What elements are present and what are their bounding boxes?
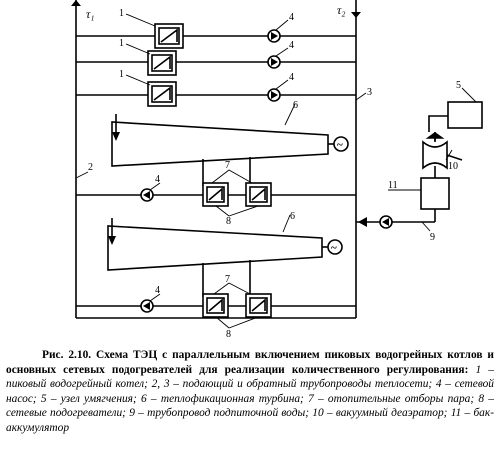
peak-boiler-2 (147, 50, 177, 76)
label-7a: 7 (225, 160, 230, 171)
network-heater-a1 (202, 182, 229, 207)
network-pump-3 (267, 88, 281, 102)
label-tau1: τ₁ (86, 7, 94, 21)
label-7b: 7 (225, 274, 230, 285)
thermal-plant-schematic: ~ ~ τ₁ τ₂ 1 1 1 4 4 4 3 6 2 4 7 8 (71, 0, 483, 340)
label-4a: 4 (289, 12, 294, 23)
label-4e: 4 (155, 285, 160, 296)
caption-title: Рис. 2.10. Схема ТЭЦ с параллельным вклю… (6, 349, 494, 376)
label-4c: 4 (289, 72, 294, 83)
peak-boiler-3 (147, 81, 177, 107)
figure-caption: Рис. 2.10. Схема ТЭЦ с параллельным вклю… (6, 348, 494, 436)
turbine-2 (107, 225, 323, 271)
network-heater-a2 (245, 182, 272, 207)
caption-legend: 1 – пиковый водогрейный котел; 2, 3 – по… (6, 363, 494, 434)
label-6a: 6 (293, 100, 298, 111)
softening-unit (447, 101, 483, 129)
label-4d: 4 (155, 174, 160, 185)
network-heater-b1 (202, 293, 229, 318)
vacuum-deaerator (422, 132, 463, 170)
label-4b: 4 (289, 40, 294, 51)
peak-boiler-1 (154, 23, 184, 49)
generator-1-symbol: ~ (337, 139, 343, 151)
label-3: 3 (367, 87, 372, 98)
label-5: 5 (456, 80, 461, 91)
generator-1 (333, 136, 349, 152)
network-pump-1 (267, 29, 281, 43)
storage-tank (420, 177, 450, 210)
makeup-flow-arrow (358, 217, 367, 227)
turbine-1 (111, 121, 329, 167)
label-1c: 1 (119, 69, 124, 80)
label-8b: 8 (226, 329, 231, 340)
label-1b: 1 (119, 38, 124, 49)
generator-2 (327, 239, 343, 255)
makeup-pump (379, 215, 393, 229)
label-9: 9 (430, 232, 435, 243)
network-pump-2 (267, 55, 281, 69)
label-10: 10 (448, 161, 458, 172)
generator-2-symbol: ~ (331, 242, 337, 254)
label-6b: 6 (290, 211, 295, 222)
network-pump-4 (140, 188, 154, 202)
label-tau2: τ₂ (337, 3, 345, 17)
network-pump-5 (140, 299, 154, 313)
label-1a: 1 (119, 8, 124, 19)
label-2: 2 (88, 162, 93, 173)
label-8a: 8 (226, 216, 231, 227)
network-heater-b2 (245, 293, 272, 318)
label-11: 11 (388, 180, 398, 191)
